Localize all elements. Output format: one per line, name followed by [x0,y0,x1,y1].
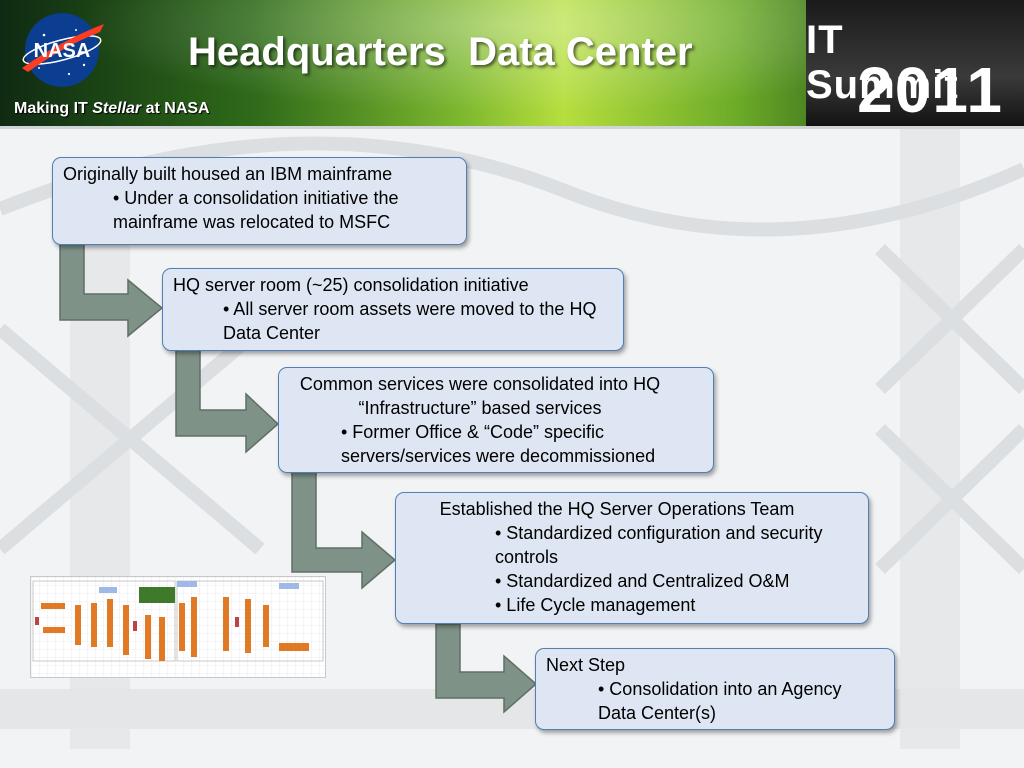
step-bullet: • Life Cycle management [495,595,696,615]
flow-step-2: HQ server room (~25) consolidation initi… [162,268,624,351]
step-bullet: • Standardized configuration and securit… [495,523,823,567]
step-heading: Established the HQ Server Operations Tea… [439,499,795,519]
tagline-stylized: Stellar [92,100,142,117]
header-divider [0,126,1024,129]
page-title: Headquarters Data Center [188,30,693,74]
summit-year: 2011 [857,54,1004,126]
flow-arrow [175,349,280,454]
flow-step-4: Established the HQ Server Operations Tea… [395,492,869,624]
header-banner: NASA Making IT Stellar at NASA Headquart… [0,0,1024,128]
flow-step-1: Originally built housed an IBM mainframe… [52,157,467,245]
step-bullet: • Consolidation into an Agency Data Cent… [598,679,842,723]
flow-arrow [291,471,397,590]
nasa-logo-text: NASA [34,40,91,62]
bridge-watermark [0,129,1024,749]
summit-title: IT Summit [806,18,959,107]
it-summit-badge: IT Summit 2011 [806,0,1024,128]
flow-arrow [59,243,164,338]
data-center-floorplan-thumbnail [30,576,326,678]
flow-step-5: Next Step • Consolidation into an Agency… [535,648,895,730]
step-bullet: • Former Office & “Code” specific server… [341,422,656,466]
tagline: Making IT Stellar at NASA [14,100,210,118]
flow-arrow [435,623,538,714]
step-bullet: • Under a consolidation initiative the m… [113,188,399,232]
step-heading: Next Step [546,655,626,675]
tagline-suffix: at NASA [141,100,210,117]
flow-step-3: Common services were consolidated into H… [278,367,714,473]
step-bullet: • Standardized and Centralized O&M [495,571,790,591]
step-bullet: • All server room assets were moved to t… [223,299,597,343]
step-heading: Originally built housed an IBM mainframe [63,164,393,184]
step-heading: HQ server room (~25) consolidation initi… [173,275,529,295]
tagline-prefix: Making IT [14,100,93,117]
nasa-meatball-logo: NASA [22,13,104,87]
step-heading: Common services were consolidated into H… [299,374,661,418]
